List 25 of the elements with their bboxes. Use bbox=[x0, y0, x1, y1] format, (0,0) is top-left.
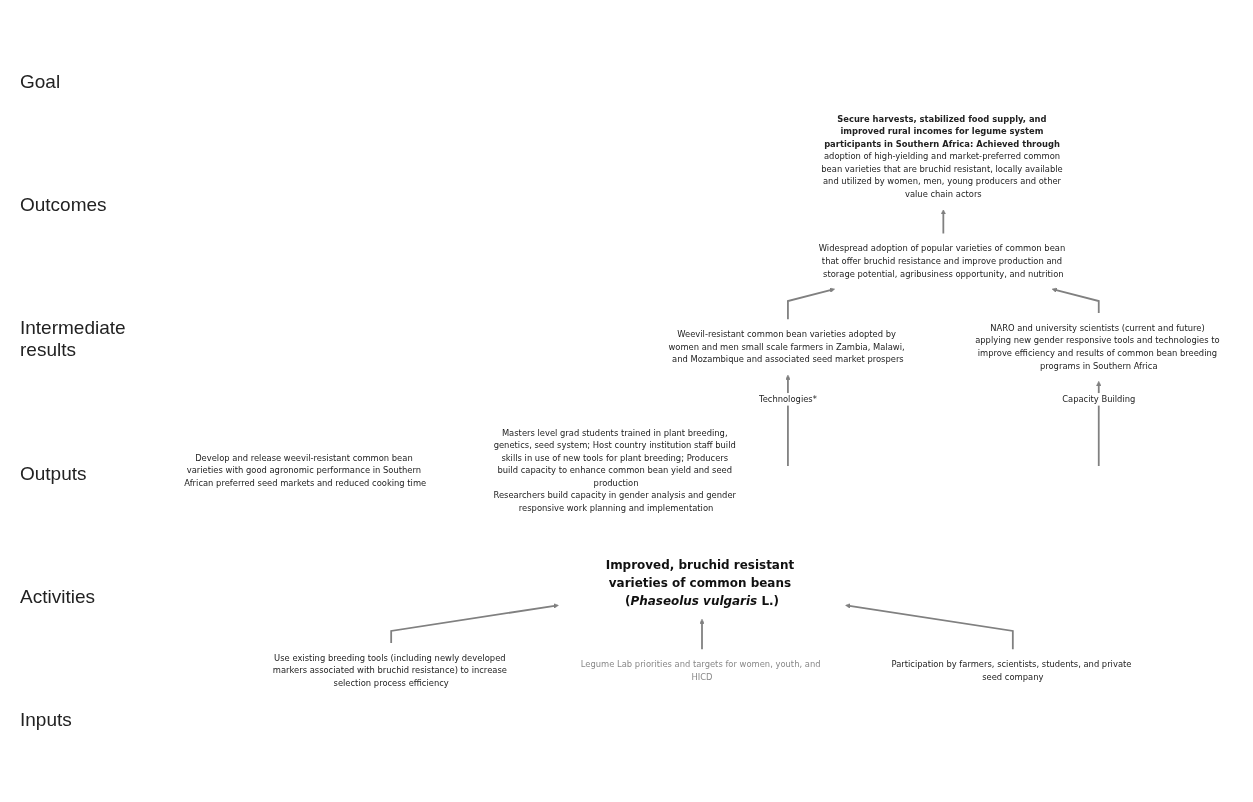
row-heading: Goal bbox=[20, 70, 62, 93]
node-text: Develop and release weevil-resistant common bean varieties with good agronomic performance in Southern African preferred seed markets and reduced cooking time bbox=[183, 452, 426, 488]
node-text: Weevil-resistant common bean varieties adopted by women and men small scale farmers in Zambia, Malawi, and Mozambique and associated seed market prospers bbox=[667, 329, 905, 364]
edge-label: Technologies* bbox=[758, 394, 817, 404]
arrow bbox=[698, 618, 705, 650]
row-heading: Outputs bbox=[20, 462, 88, 485]
node-text: Improved, bruchid resistant varieties of common beans (Phaseolus vulgaris L.) bbox=[605, 557, 794, 609]
node-text: NARO and university scientists (current and future) applying new gender responsive tools and technologies to improve efficiency and results of common bean breeding programs in Southern Africa bbox=[974, 323, 1220, 371]
node-text: Use existing breeding tools (including newly developed markers associated with bruchid resistance) to increase selection process efficiency bbox=[272, 652, 507, 688]
row-heading: Intermediate results bbox=[20, 317, 127, 362]
node-text: Masters level grad students trained in plant breeding, genetics, seed system; Host country institution staff build skills in use of new tools for plant breeding; Producers build capacity to enhance common bean yield and seed production Researchers build capacity in gender analysis and gender responsive work planning and implementation bbox=[493, 427, 736, 513]
arrow bbox=[844, 603, 1014, 650]
arrow bbox=[389, 603, 559, 644]
node-text: Widespread adoption of popular varieties of common bean that offer bruchid resistance and improve production and storage potential, agribusiness opportunity, and nutrition bbox=[818, 243, 1065, 279]
row-heading: Inputs bbox=[20, 709, 73, 732]
row-heading: Activities bbox=[20, 585, 96, 608]
edge-label: Capacity Building bbox=[1061, 394, 1135, 404]
row-heading: Outcomes bbox=[20, 194, 108, 216]
arrow bbox=[940, 209, 946, 235]
arrow bbox=[784, 374, 791, 467]
node-text: Secure harvests, stabilized food supply, and improved rural incomes for legume system participants in Southern Africa: Achieved through adoption of high-yielding and market-preferred common bean varieties that are bruchid resistant, locally available and utilized by women, men, young producers and other value chain actors bbox=[820, 113, 1063, 199]
node-text: Participation by farmers, scientists, students, and private seed company bbox=[891, 659, 1131, 682]
arrow bbox=[1051, 287, 1100, 314]
node-text: Legume Lab priorities and targets for women, youth, and HICD bbox=[580, 659, 821, 682]
arrow bbox=[786, 287, 835, 320]
